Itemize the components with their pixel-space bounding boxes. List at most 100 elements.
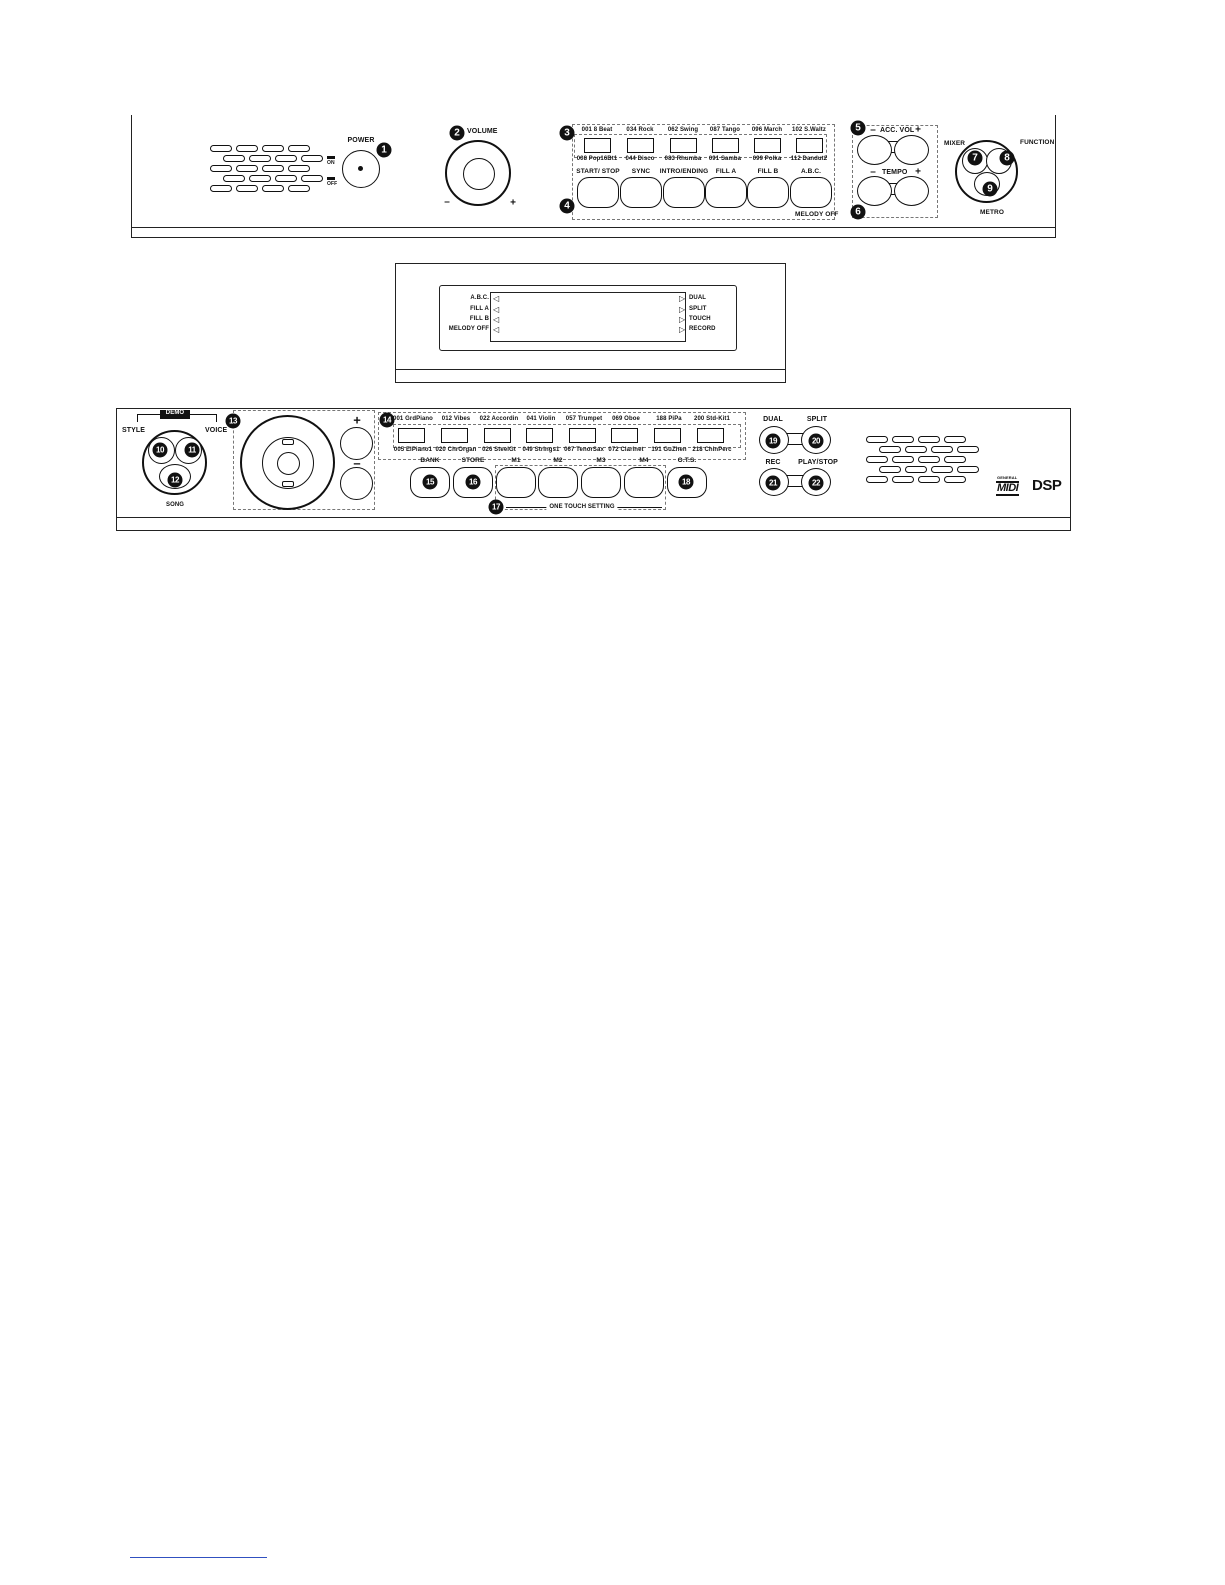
voice-label-bottom-5: 067 TenorSax — [564, 447, 604, 453]
control-button-3[interactable] — [663, 177, 705, 208]
lcd-left-label-1: A.B.C. — [470, 295, 489, 301]
voice-button-8[interactable] — [697, 428, 724, 443]
acc-vol-down-button[interactable] — [857, 135, 892, 165]
style-button-4[interactable] — [712, 138, 739, 153]
lcd-right-indicator-2: ▷ — [679, 305, 686, 314]
style-label-bottom-2: 044 Disco — [625, 156, 655, 162]
one-touch-setting-label: ONE TOUCH SETTING — [546, 504, 618, 510]
power-on-label: ON — [327, 160, 335, 166]
memory-label-m1: M1 — [511, 457, 521, 464]
control-button-4[interactable] — [705, 177, 747, 208]
voice-button-1[interactable] — [398, 428, 425, 443]
callout-20: 20 — [808, 433, 824, 449]
control-button-2[interactable] — [620, 177, 662, 208]
callout-19: 19 — [765, 433, 781, 449]
power-on-marker — [327, 156, 335, 159]
acc-vol-plus-sign: + — [915, 124, 921, 136]
tempo-down-button[interactable] — [857, 176, 892, 206]
callout-11: 11 — [184, 442, 200, 458]
callout-22: 22 — [808, 475, 824, 491]
callout-18: 18 — [678, 474, 694, 490]
volume-plus-sign: + — [510, 197, 516, 209]
control-label-6: A.B.C. — [800, 168, 822, 175]
memory-button-m3[interactable] — [581, 467, 621, 498]
lcd-right-indicator-1: ▷ — [679, 294, 686, 303]
memory-label-m3: M3 — [596, 457, 606, 464]
voice-button-6[interactable] — [611, 428, 638, 443]
tempo-plus-sign: + — [915, 166, 921, 178]
control-label-5: FILL B — [757, 168, 779, 175]
memory-button-m2[interactable] — [538, 467, 578, 498]
style-button-2[interactable] — [627, 138, 654, 153]
voice-label-bottom-7: 191 GuZhen — [651, 447, 687, 453]
control-button-1[interactable] — [577, 177, 619, 208]
style-button-6[interactable] — [796, 138, 823, 153]
memory-label-store: STORE — [461, 457, 485, 464]
lcd-bezel — [439, 285, 737, 351]
dial-plus-sign: + — [353, 412, 361, 428]
style-button-3[interactable] — [670, 138, 697, 153]
volume-knob-cap — [463, 158, 495, 190]
dial-decrement-button[interactable] — [340, 467, 373, 500]
voice-label-bottom-3: 026 SteelGt — [482, 447, 516, 453]
lcd-right-indicator-3: ▷ — [679, 315, 686, 324]
voice-label-top-8: 200 Std-Kit1 — [694, 416, 730, 422]
style-label-bottom-6: 112 Dandut2 — [790, 156, 828, 162]
dual-label: DUAL — [763, 416, 783, 423]
memory-button-m4[interactable] — [624, 467, 664, 498]
voice-label-bottom-6: 072 Clarinet — [608, 447, 644, 453]
voice-button-2[interactable] — [441, 428, 468, 443]
memory-button-m1[interactable] — [496, 467, 536, 498]
song-label: SONG — [166, 502, 185, 508]
style-label-top-5: 096 March — [751, 127, 783, 133]
data-dial-group — [233, 410, 375, 510]
control-label-3: INTRO/ENDING — [659, 168, 709, 175]
power-button[interactable] — [342, 150, 380, 188]
voice-label-top-2: 012 Vibes — [441, 416, 471, 422]
lcd-left-indicator-3: ◁ — [493, 315, 500, 324]
voice-button-3[interactable] — [484, 428, 511, 443]
voice-button-row-frame — [393, 424, 741, 448]
tempo-minus-sign: – — [870, 166, 876, 178]
power-off-marker — [327, 177, 335, 180]
mixer-label: MIXER — [944, 140, 966, 147]
acc-vol-up-button[interactable] — [894, 135, 929, 165]
voice-label-top-5: 057 Trumpet — [565, 416, 603, 422]
control-button-6[interactable] — [790, 177, 832, 208]
style-label-bottom-5: 099 Polka — [752, 156, 782, 162]
bottom-panel-base-line — [117, 517, 1070, 518]
callout-12: 12 — [167, 472, 183, 488]
tempo-up-button[interactable] — [894, 176, 929, 206]
callout-14: 14 — [379, 412, 395, 428]
style-label-bottom-1: 008 Pop16Bt1 — [576, 156, 618, 162]
power-label: POWER — [347, 137, 375, 144]
rec-label: REC — [765, 459, 781, 466]
voice-button-4[interactable] — [526, 428, 553, 443]
general-midi-small-label: GENERAL — [997, 475, 1018, 480]
style-button-5[interactable] — [754, 138, 781, 153]
style-label-top-3: 062 Swing — [667, 127, 699, 133]
dial-increment-button[interactable] — [340, 427, 373, 460]
acc-vol-tempo-group — [852, 125, 938, 218]
demo-label: DEMO — [165, 410, 185, 416]
dual-button[interactable] — [759, 426, 789, 454]
voice-label-top-6: 069 Oboe — [612, 416, 640, 422]
acc-vol-label: ACC. VOL — [880, 127, 915, 134]
play-stop-label: PLAY/STOP — [798, 459, 838, 466]
voice-label-top-4: 041 Violin — [526, 416, 556, 422]
voice-label-bottom-8: 218 ChinPerc — [692, 447, 732, 453]
control-label-2: SYNC — [631, 168, 651, 175]
style-label: STYLE — [122, 427, 146, 434]
volume-minus-sign: – — [444, 196, 450, 208]
callout-3: 3 — [559, 125, 575, 141]
voice-button-5[interactable] — [569, 428, 596, 443]
style-button-1[interactable] — [584, 138, 611, 153]
lcd-right-indicator-4: ▷ — [679, 325, 686, 334]
volume-knob[interactable] — [445, 140, 511, 206]
voice-label-bottom-2: 020 ChrOrgan — [435, 447, 477, 453]
data-dial[interactable] — [240, 415, 335, 510]
data-dial-center — [277, 452, 300, 475]
callout-13: 13 — [225, 413, 241, 429]
control-button-5[interactable] — [747, 177, 789, 208]
voice-button-7[interactable] — [654, 428, 681, 443]
